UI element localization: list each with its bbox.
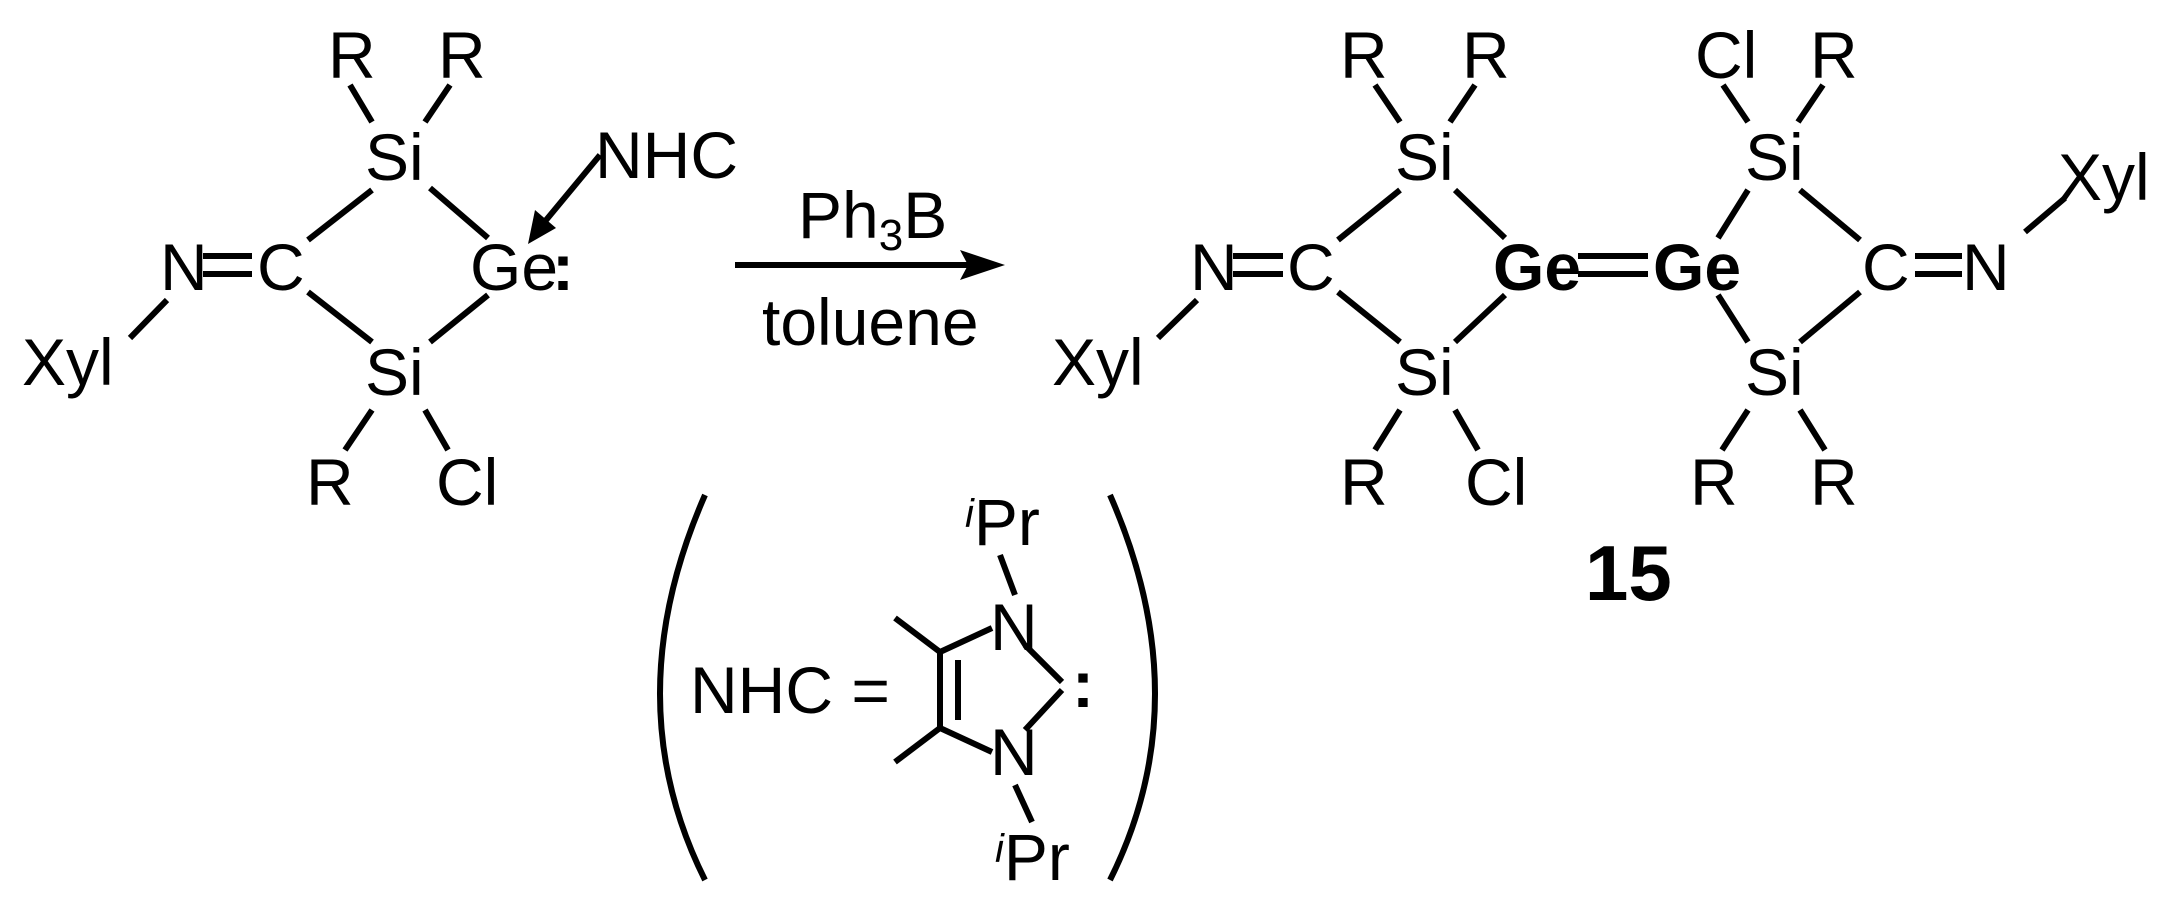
nhc-equals-label: NHC = [690, 653, 890, 727]
nhc-n-top: N [990, 590, 1038, 664]
nhc-n1-ipr-bond [997, 553, 1018, 597]
bond-si-top-c [306, 187, 374, 243]
nhc-ipr-top: iPr [965, 485, 1040, 559]
nhc-bond-n1-c2 [1022, 642, 1065, 685]
nhc-methyl-top [893, 615, 942, 655]
reactant-xyl: Xyl [22, 325, 114, 399]
bond-p-c2-si4 [1798, 289, 1862, 345]
product-xyl-right: Xyl [2058, 140, 2150, 214]
nhc-carbene-lone-pair: : [1072, 647, 1094, 721]
compound-number: 15 [1585, 529, 1672, 617]
reactant-c: C [257, 230, 305, 304]
product-ge-left: Ge [1493, 230, 1581, 304]
reaction-arrow-group: Ph3B toluene [735, 178, 1005, 359]
right-parenthesis [1107, 493, 1158, 882]
reactant-si-top: Si [365, 120, 424, 194]
dative-arrow-line [539, 153, 603, 227]
bond-p-si1-ge1 [1452, 187, 1508, 241]
reactant-n: N [160, 230, 208, 304]
nhc-n3-ipr-bond [1012, 783, 1035, 824]
bond-p-si1-c1 [1336, 187, 1402, 243]
product-r-2: R [1462, 18, 1510, 92]
reactant-cl: Cl [436, 445, 498, 519]
product-r-4: R [1810, 18, 1858, 92]
bond-r-si-top-left [347, 83, 375, 124]
reaction-arrow-head [960, 250, 1005, 280]
reactant-structure: R R Si N C Xyl Ge : NHC Si R Cl [22, 18, 738, 519]
nhc-n-bottom: N [990, 715, 1038, 789]
reactant-ge: Ge [470, 230, 558, 304]
product-r-3: R [1340, 445, 1388, 519]
product-cl-right: Cl [1695, 18, 1757, 92]
reactant-r-top-right: R [438, 18, 486, 92]
nhc-bond-c2-n3 [1022, 687, 1065, 733]
bond-p-c1-si2 [1336, 289, 1402, 345]
bond-p-si4-r-right [1797, 408, 1828, 452]
bond-r-si-top-right [422, 83, 453, 124]
dative-arrow-head [528, 210, 556, 244]
bond-p-si2-cl [1452, 408, 1481, 452]
bond-c-si-bottom [306, 289, 374, 345]
nhc-ipr-bottom: iPr [995, 820, 1070, 894]
bond-p-ge1-si2 [1452, 292, 1508, 345]
bond-p-r2-si1 [1447, 83, 1478, 124]
bond-p-r1-si1 [1372, 83, 1403, 124]
product-c-left: C [1287, 230, 1335, 304]
product-r-5: R [1690, 445, 1738, 519]
nhc-definition: NHC = N N : iPr iPr [657, 485, 1158, 894]
product-si-3: Si [1745, 120, 1804, 194]
product-cl-left: Cl [1465, 445, 1527, 519]
bond-si-bottom-r [342, 408, 375, 452]
product-ge-right: Ge [1653, 230, 1741, 304]
solvent-label: toluene [762, 285, 979, 359]
nhc-bond-c4-n1 [938, 625, 994, 655]
product-n-right: N [1962, 230, 2010, 304]
bond-p-si4-r-left [1719, 408, 1751, 452]
reactant-nhc-ligand: NHC [595, 118, 738, 192]
bond-xyl-n [127, 297, 170, 341]
reactant-ge-lone-pair: : [552, 230, 574, 304]
bond-p-si3-c2 [1798, 187, 1862, 243]
bond-p-ge2-si4 [1715, 293, 1751, 344]
nhc-bond-n3-c5 [938, 725, 994, 755]
product-c-right: C [1862, 230, 1910, 304]
bond-p-r3-si3 [1795, 83, 1826, 124]
product-r-6: R [1810, 445, 1858, 519]
product-structure: R R Si N C Xyl Ge Ge Si R Cl Cl R Si C N… [1052, 18, 2150, 617]
bond-p-n2-xyl2 [2023, 195, 2067, 235]
bond-p-xyl1-n1 [1155, 297, 1200, 341]
product-r-1: R [1340, 18, 1388, 92]
bond-p-ge2-si3 [1715, 188, 1751, 240]
reactant-r-top-left: R [328, 18, 376, 92]
bond-p-cl-si3 [1720, 83, 1751, 124]
product-n-left: N [1190, 230, 1238, 304]
product-xyl-left: Xyl [1052, 325, 1144, 399]
reactant-si-bottom: Si [365, 335, 424, 409]
bond-si-top-ge [428, 185, 490, 241]
reagent-label: Ph3B [798, 178, 947, 260]
left-parenthesis [657, 493, 708, 882]
bond-ge-si-bottom [428, 292, 490, 345]
product-si-4: Si [1745, 335, 1804, 409]
product-si-2: Si [1395, 335, 1454, 409]
bond-si-bottom-cl [422, 408, 451, 452]
nhc-methyl-bottom [893, 725, 942, 765]
bond-p-si2-r [1372, 408, 1403, 452]
product-si-1: Si [1395, 120, 1454, 194]
reactant-r-bottom: R [306, 445, 354, 519]
